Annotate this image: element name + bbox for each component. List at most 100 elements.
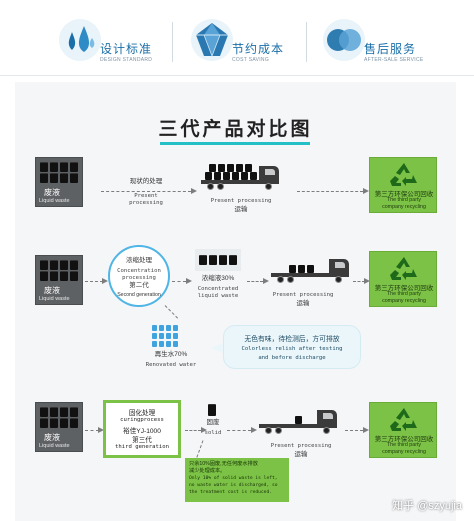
water-label-en: Renovated water [145,362,197,368]
watermark: 知乎 @szyujia [392,500,462,512]
solid-waste-drum-icon [208,404,216,416]
flow-arrow [164,305,179,319]
flow-arrow [85,430,99,431]
arrow-head [102,278,108,284]
transport-label-en: Present processing [270,443,332,449]
concentrate-label-en: Concentrated [197,286,239,292]
recycle-box: 第三方环保公司回收 The third party company recycl… [369,402,437,458]
waste-label-en: Liquid waste [39,296,70,302]
curing-process-box: 固化处理 curingprocess 裕佳YJ-1000 第三代 third g… [103,400,181,458]
transport-label: 运输 [294,451,308,458]
truck-icon [259,408,339,436]
process-label: 浓缩处理 [126,257,152,264]
flow-arrow [353,281,365,282]
feature-subtitle: AFTER-SALE SERVICE [364,57,424,63]
row-first-generation: 废液 Liquid waste 现状的处理 Present processing… [15,155,456,225]
recycle-label-en: The third party [386,291,422,297]
truck-icon [201,164,281,192]
note-text-en: Only 10% of solid waste is left, [189,476,278,481]
concentrate-label: 浓缩液30% [201,275,235,282]
recycle-box: 第三方环保公司回收 The third party company recycl… [369,251,437,307]
feature-bar: 设计标准 DESIGN STANDARD 节约成本 COST SAVING 售后… [0,0,474,76]
solid-label-en: solid [204,430,222,436]
crystal-diamond-icon [191,19,233,61]
divider [172,22,173,62]
recycle-label-en: company recycling [382,298,426,304]
process-label-en: Concentration [117,268,161,274]
arrow-head [186,278,192,284]
flow-arrow [101,191,191,192]
recycle-label-en: The third party [386,197,422,203]
recycle-icon [390,163,417,186]
model-label: 裕佳YJ-1000 [123,428,161,435]
feature-subtitle: COST SAVING [232,57,270,63]
comparison-panel: 三代产品对比图 废液 Liquid waste 现状的处理 Present pr… [15,82,456,521]
transport-label: 运输 [234,206,248,213]
recycle-label-en: company recycling [382,449,426,455]
generation-label: 第二代 [129,282,149,289]
bubble-pointer [211,343,223,353]
generation-label-en: third generation [115,444,169,450]
info-bubble: 无色有味，待检测后，方可排放 Colorless relish after te… [223,325,361,369]
truck-icon [271,257,351,285]
step-label-en: processing [129,200,163,206]
generation-label-en: Second generation [117,292,161,298]
flow-arrow [345,430,363,431]
waste-label: 废液 [44,433,60,442]
bubble-text-en: Colorless relish after testing [241,346,343,352]
generation-label: 第三代 [132,437,152,444]
page-title: 三代产品对比图 [158,118,313,140]
result-note: 只余10%固废,无任何废水排放 减少处理成本。 Only 10% of soli… [185,458,289,502]
flow-arrow [172,281,186,282]
solid-label: 固废 [206,419,220,426]
arrow-head [363,188,369,194]
flow-arrow [227,430,251,431]
concentrate-label-en: liquid waste [197,293,239,299]
process-label-en: processing [122,275,156,281]
title-underline [160,142,310,145]
concentration-process-circle: 浓缩处理 Concentration processing 第二代 Second… [108,245,170,307]
renovated-water-icon [152,325,186,355]
row-third-generation: 废液 Liquid waste 固化处理 curingprocess 裕佳YJ-… [15,398,456,518]
water-drops-icon [59,19,101,61]
row-second-generation: 废液 Liquid waste 浓缩处理 Concentration proce… [15,245,456,387]
transport-label: 运输 [296,300,310,307]
waste-label-en: Liquid waste [39,443,70,449]
curing-label-en: curingprocess [120,417,164,423]
recycle-label: 第三方环保公司回收 [374,436,434,443]
arrow-head [363,427,369,433]
recycle-label-en: company recycling [382,204,426,210]
liquid-waste-box: 废液 Liquid waste [35,255,83,305]
flow-arrow [185,430,201,431]
feature-subtitle: DESIGN STANDARD [100,57,153,63]
step-label: 现状的处理 [129,178,163,185]
recycle-icon [390,257,417,280]
flow-arrow [297,191,363,192]
divider [306,22,307,62]
note-text-en: no waste water is discharged, so [189,483,278,488]
transport-label-en: Present processing [210,198,272,204]
note-text-en: the treatment cost is reduced. [189,490,272,495]
recycle-label-en: The third party [386,442,422,448]
arrow-head [201,427,207,433]
feature-name: 售后服务 [364,42,417,56]
water-label: 再生水70% [154,351,188,358]
note-text: 减少处理成本。 [189,468,226,474]
feature-name: 节约成本 [232,42,285,56]
recycle-box: 第三方环保公司回收 The third party company recycl… [369,157,437,213]
bubble-text-en: and before discharge [258,355,326,361]
feature-name: 设计标准 [100,42,153,56]
waste-label: 废液 [44,286,60,295]
step-label-en: Present [134,193,158,199]
arrow-head [364,278,370,284]
curing-label: 固化处理 [128,410,156,417]
overlapping-circles-icon [323,19,365,61]
arrow-head [98,427,104,433]
arrow-head [251,427,257,433]
waste-label-en: Liquid waste [39,198,70,204]
bubble-text: 无色有味，待检测后，方可排放 [244,336,340,343]
arrow-head [191,188,197,194]
liquid-waste-box: 废液 Liquid waste [35,157,83,207]
waste-label: 废液 [44,188,60,197]
liquid-waste-box: 废液 Liquid waste [35,402,83,452]
